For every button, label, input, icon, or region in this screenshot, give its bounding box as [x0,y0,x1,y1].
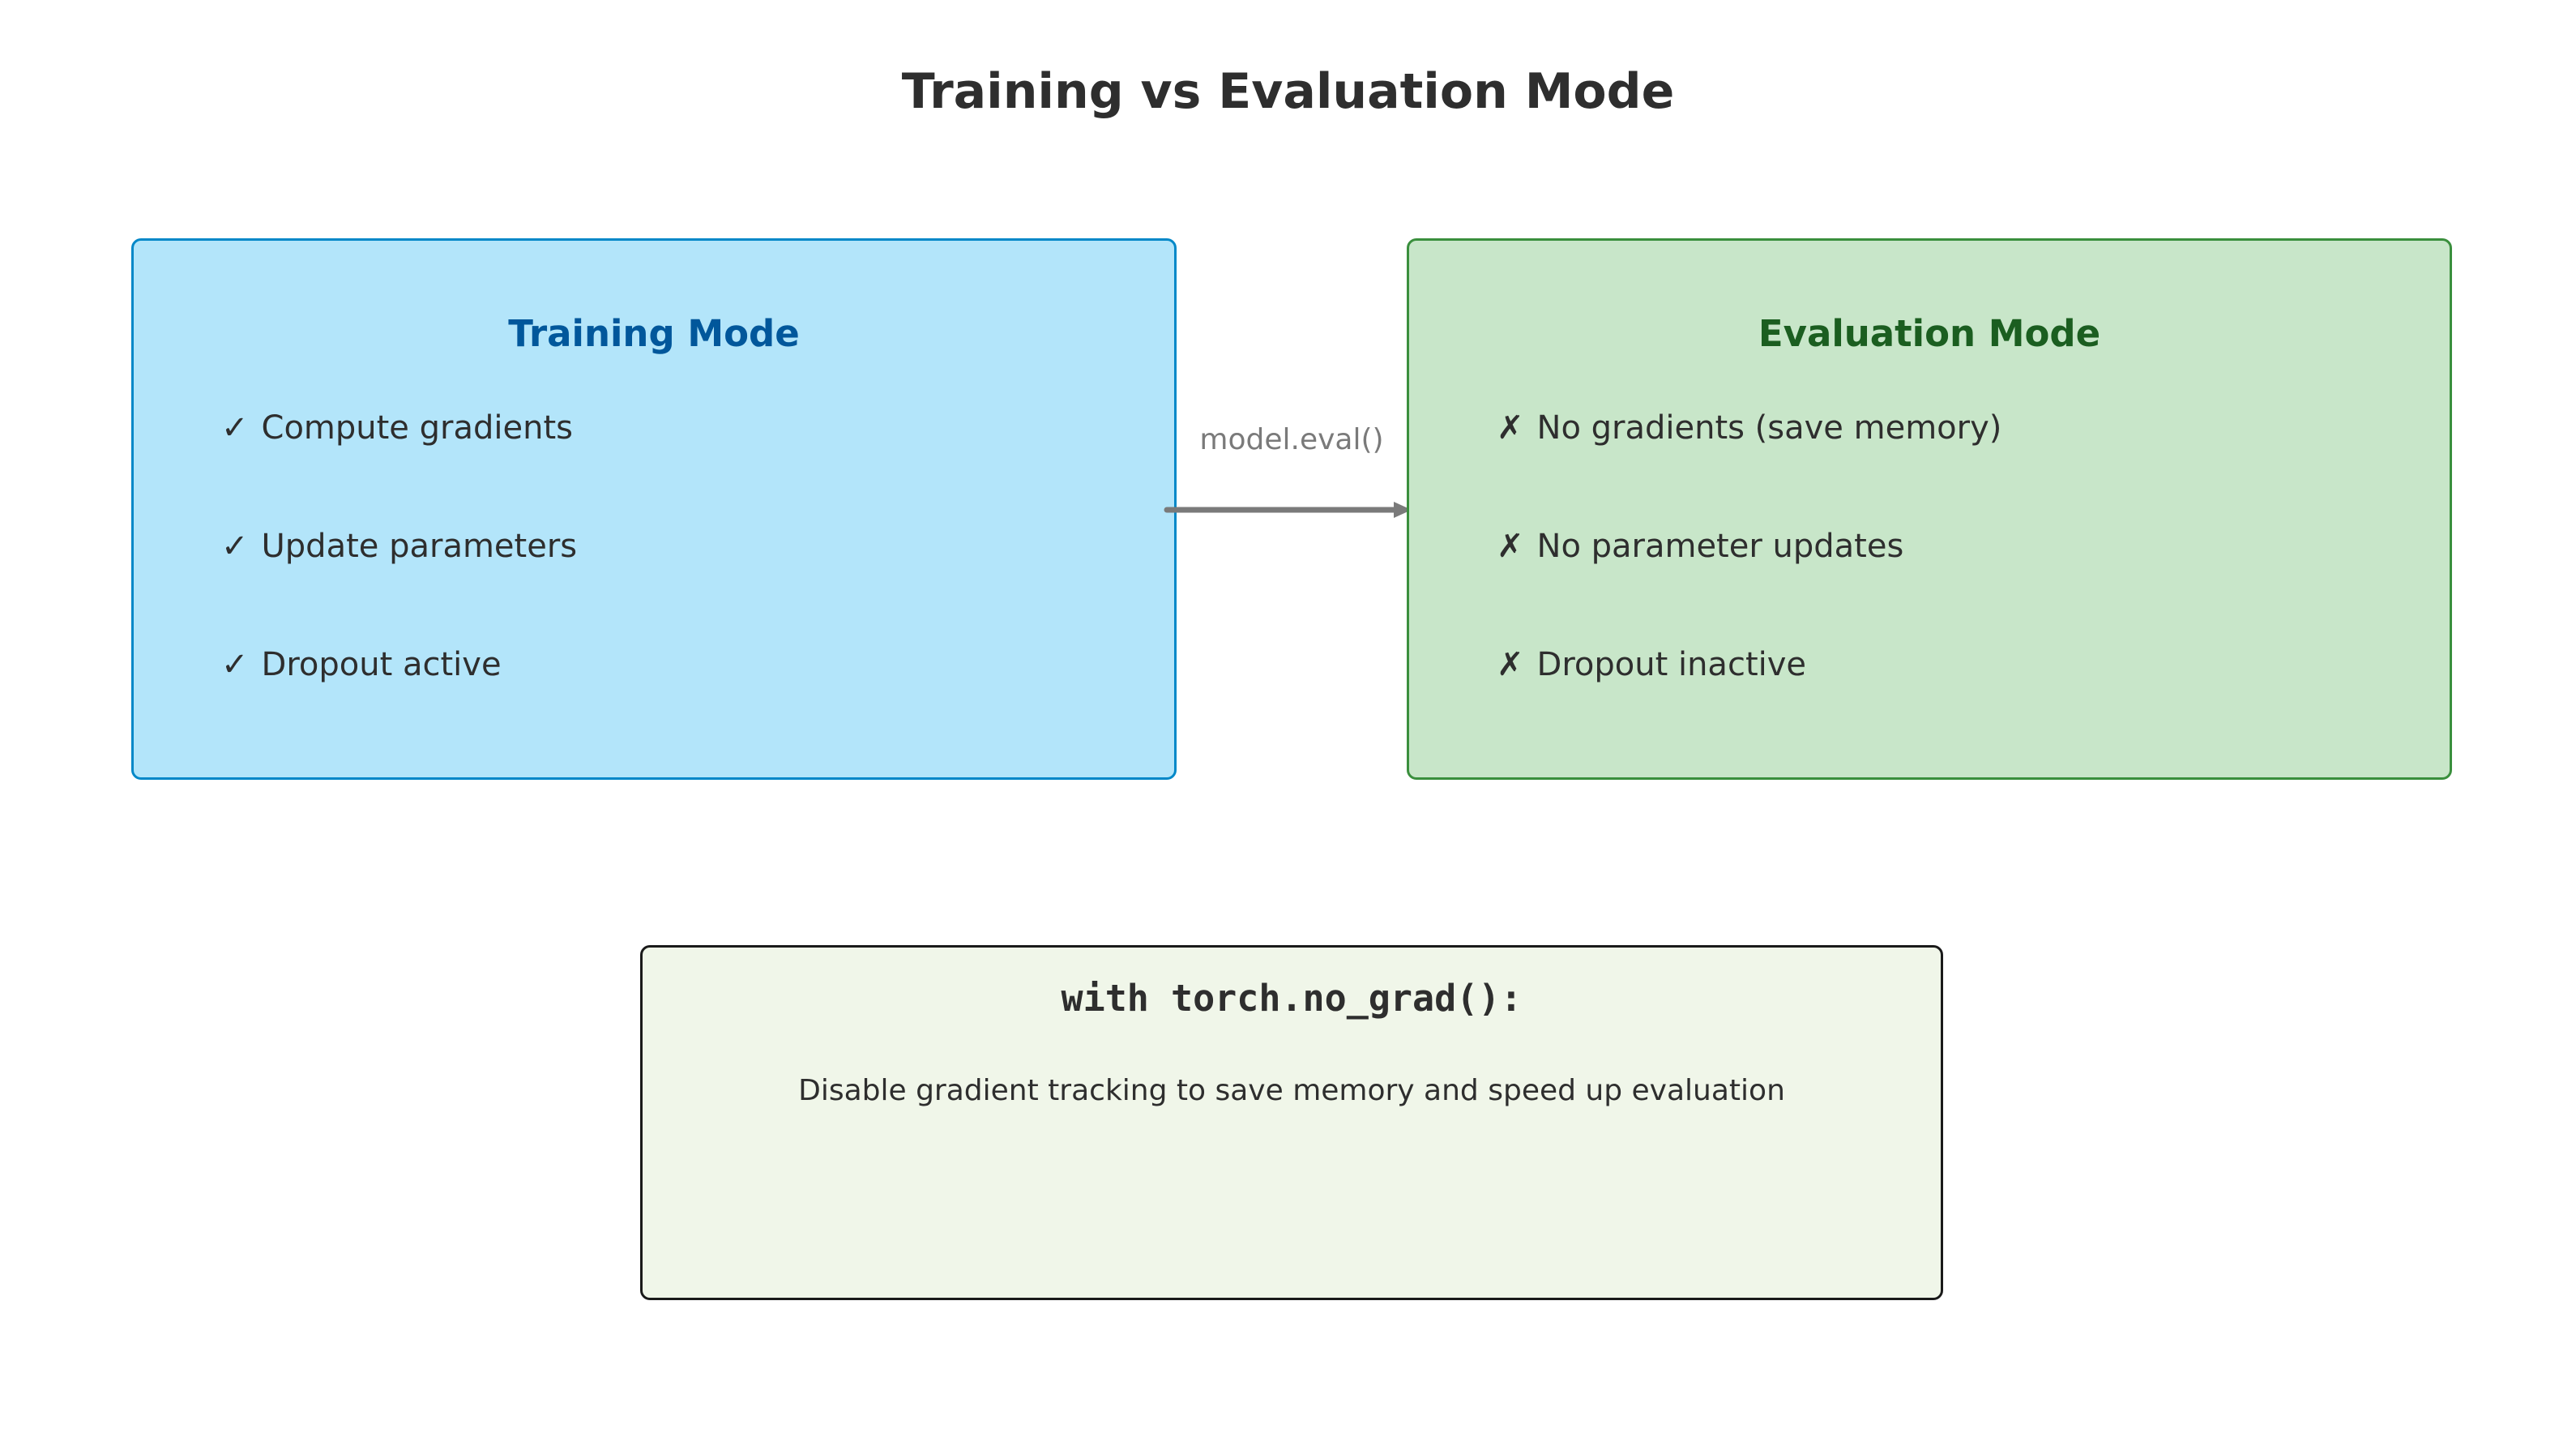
cross-icon: ✗ [1497,646,1524,683]
check-icon: ✓ [221,528,249,565]
training-mode-box: Training Mode ✓ Compute gradients ✓ Update… [131,238,1177,780]
diagram-title: Training vs Evaluation Mode [901,63,1675,120]
no-grad-code: with torch.no_grad(): [1061,977,1523,1020]
cross-icon: ✗ [1497,528,1524,565]
training-item-dropout-active: ✓ Dropout active [221,646,502,683]
evaluation-item-no-parameter-updates: ✗ No parameter updates [1497,528,1903,565]
transition-arrow-icon [1164,502,1412,518]
evaluation-mode-box: Evaluation Mode ✗ No gradients (save memo… [1407,238,2452,780]
evaluation-item-label: No gradients (save memory) [1536,409,2002,447]
evaluation-item-label: Dropout inactive [1536,646,1807,683]
evaluation-item-dropout-inactive: ✗ Dropout inactive [1497,646,1806,683]
evaluation-item-label: No parameter updates [1536,528,1904,565]
evaluation-item-no-gradients: ✗ No gradients (save memory) [1497,409,2001,447]
training-item-compute-gradients: ✓ Compute gradients [221,409,573,447]
no-grad-description: Disable gradient tracking to save memory… [798,1074,1785,1107]
cross-icon: ✗ [1497,409,1524,447]
evaluation-mode-heading: Evaluation Mode [1758,312,2101,355]
check-icon: ✓ [221,646,249,683]
training-mode-heading: Training Mode [508,312,800,355]
check-icon: ✓ [221,409,249,447]
training-item-label: Update parameters [261,528,578,565]
training-item-label: Compute gradients [261,409,573,447]
transition-label: model.eval() [1199,423,1384,456]
training-item-update-parameters: ✓ Update parameters [221,528,577,565]
no-grad-note-box: with torch.no_grad(): Disable gradient t… [640,945,1943,1300]
training-item-label: Dropout active [261,646,502,683]
